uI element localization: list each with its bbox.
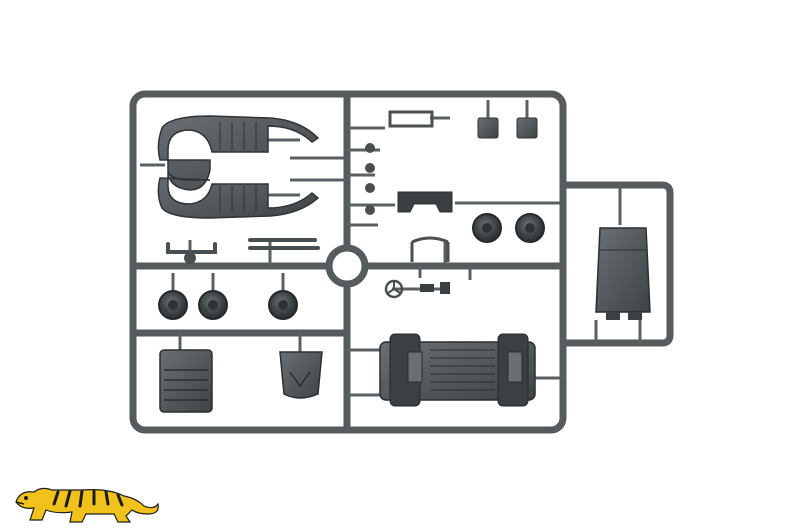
small-parts-cluster [365, 110, 538, 215]
wheel-part [472, 213, 502, 243]
fender-part-lower [157, 171, 320, 219]
seat-frame-parts [410, 236, 450, 262]
chassis-part [379, 333, 536, 407]
axle-parts [166, 238, 320, 264]
tiger-logo-icon [15, 487, 159, 523]
body-panel-part [279, 351, 323, 399]
fender-part-upper [157, 115, 320, 191]
windshield-frame [397, 191, 453, 213]
wheel-part [198, 290, 228, 320]
radiator-part [159, 349, 213, 413]
wheel-part [158, 290, 188, 320]
steering-wheel-part [384, 279, 450, 299]
sprue-gate-ring [325, 244, 369, 288]
seat-tub-part [595, 227, 651, 320]
wheel-part [268, 290, 298, 320]
attachment-runners [140, 100, 642, 397]
wheel-part [515, 213, 545, 243]
